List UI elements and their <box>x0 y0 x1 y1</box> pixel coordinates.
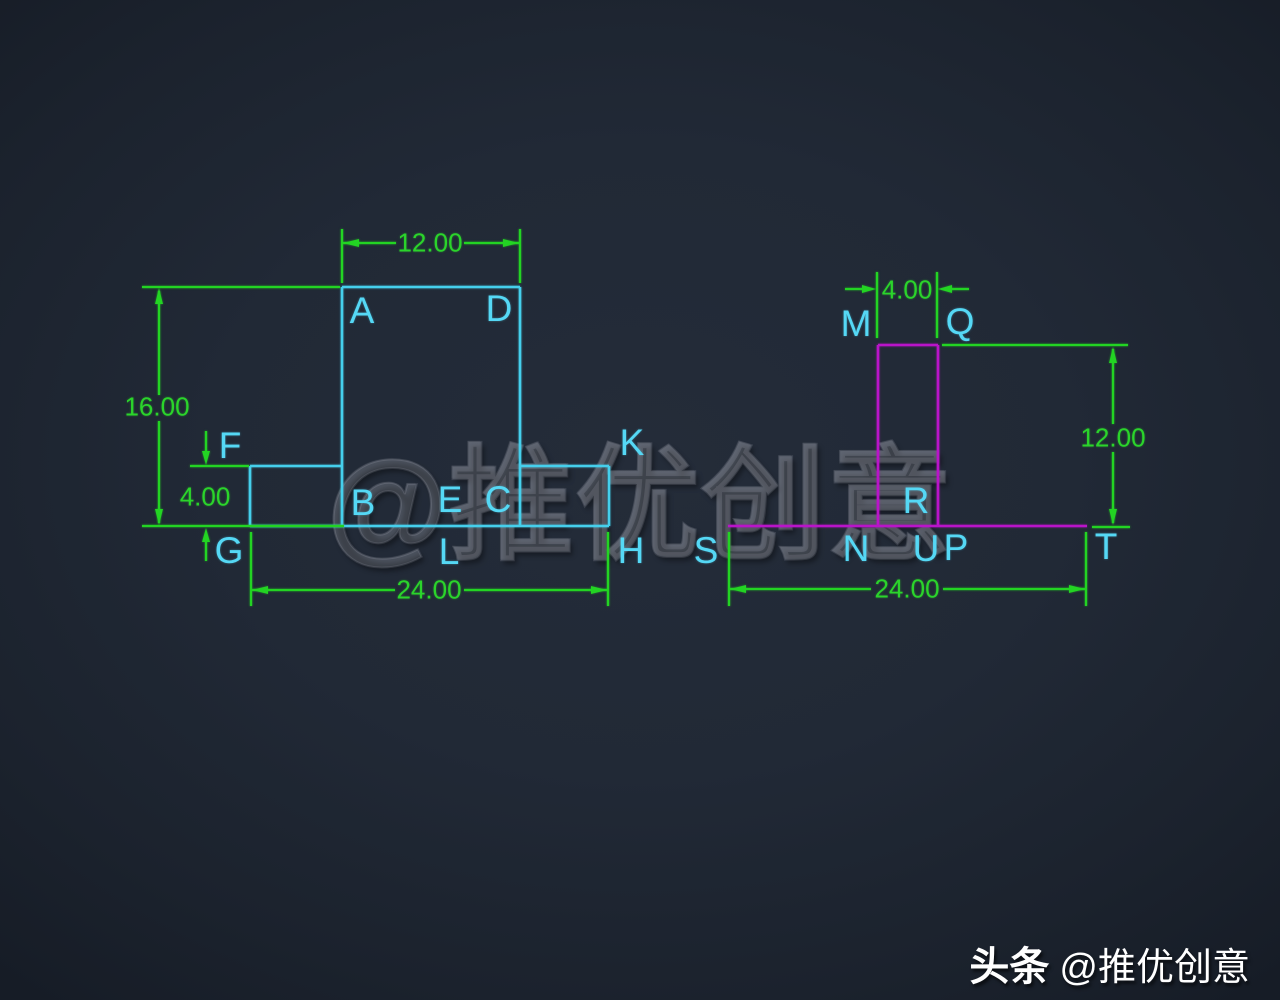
point-label-g: G <box>214 530 244 571</box>
point-label-s: S <box>693 530 719 571</box>
dim-right-height-12 <box>942 343 1130 529</box>
point-label-h: H <box>617 530 645 571</box>
point-label-f: F <box>218 425 242 466</box>
point-label-a: A <box>349 290 375 331</box>
dim-text-right-top-width: 4.00 <box>881 274 933 305</box>
dim-left-top-width-12 <box>340 229 522 283</box>
point-label-b: B <box>350 482 376 523</box>
credit-brand: 头条 <box>969 945 1050 989</box>
dim-text-left-step-height: 4.00 <box>179 481 231 512</box>
point-label-n: N <box>842 528 870 569</box>
dim-right-base-width-24 <box>727 532 1088 606</box>
point-label-e: E <box>437 479 463 520</box>
center-watermark: @推优创意 <box>326 436 954 576</box>
point-label-k: K <box>619 422 645 463</box>
dim-left-step-height-4 <box>190 431 249 561</box>
dim-left-height-16 <box>142 285 344 528</box>
point-label-l: L <box>438 531 460 572</box>
dim-text-right-base-width: 24.00 <box>874 573 940 604</box>
dim-left-base-width-24 <box>249 532 610 606</box>
left-shape-outline <box>248 285 611 528</box>
point-label-q: Q <box>945 301 975 342</box>
dim-right-top-width-4 <box>845 272 969 338</box>
dim-text-left-base-width: 24.00 <box>396 574 462 605</box>
right-shape-outline <box>728 343 1087 528</box>
point-label-c: C <box>484 479 512 520</box>
point-label-r: R <box>902 480 930 521</box>
credit-handle: @推优创意 <box>1059 947 1250 989</box>
point-label-p: P <box>943 527 969 568</box>
dim-text-left-top-width: 12.00 <box>397 227 463 258</box>
dim-text-left-height: 16.00 <box>124 391 190 422</box>
point-label-t: T <box>1094 526 1118 567</box>
credit-line: 头条 @推优创意 <box>969 934 1250 992</box>
dim-text-right-height: 12.00 <box>1080 422 1146 453</box>
point-label-d: D <box>485 288 513 329</box>
point-label-u: U <box>912 528 940 569</box>
point-label-m: M <box>840 303 872 344</box>
